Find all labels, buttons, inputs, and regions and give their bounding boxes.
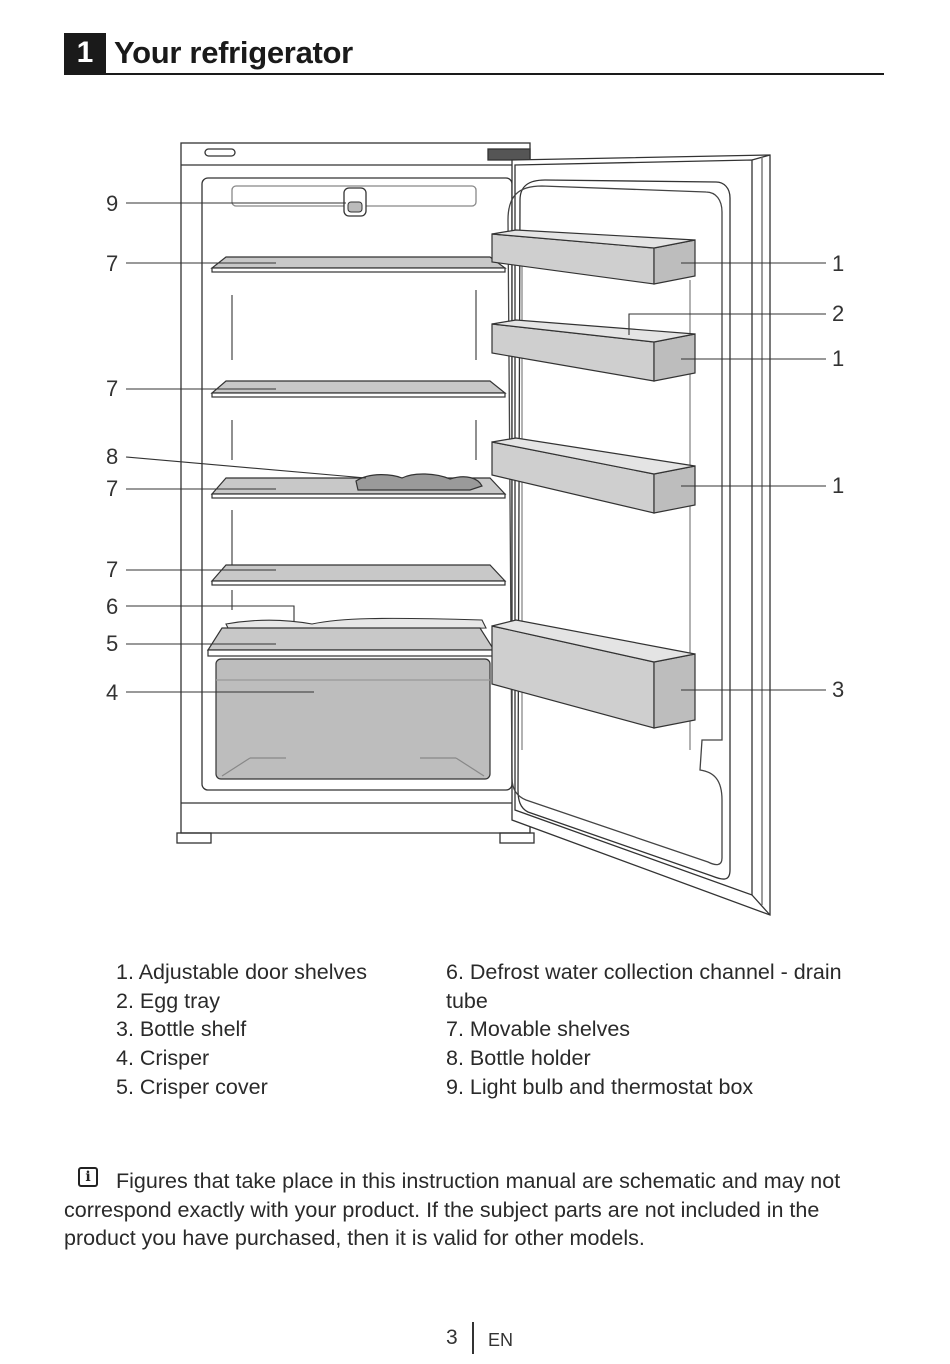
callout-left-5: 5 [106, 631, 118, 656]
legend-left-column: 1. Adjustable door shelves 2. Egg tray 3… [116, 958, 367, 1102]
callout-left-8: 8 [106, 444, 118, 469]
callout-left-6: 6 [106, 594, 118, 619]
callout-left-7a: 7 [106, 251, 118, 276]
callout-left-7d: 7 [106, 557, 118, 582]
crisper [206, 627, 496, 780]
callout-left-4: 4 [106, 680, 118, 705]
callout-right-2: 2 [832, 301, 844, 326]
callout-right-1b: 1 [832, 346, 844, 371]
legend-item: 7. Movable shelves [446, 1017, 631, 1042]
door-shelves [491, 229, 696, 729]
section-header: 1 Your refrigerator [64, 33, 884, 75]
callout-right-3: 3 [832, 677, 844, 702]
callout-left-9: 9 [106, 191, 118, 216]
callout-left-7c: 7 [106, 476, 118, 501]
page-title: Your refrigerator [114, 35, 353, 70]
language-code: EN [488, 1330, 514, 1350]
legend-item: 9. Light bulb and thermostat box [446, 1074, 754, 1099]
light-bulb-thermostat-box [343, 187, 367, 217]
legend-item: 1. Adjustable door shelves [116, 960, 367, 984]
footer-divider [472, 1322, 474, 1354]
callout-left-7b: 7 [106, 376, 118, 401]
callout-right-1a: 1 [832, 251, 844, 276]
callout-right-1c: 1 [832, 473, 844, 498]
note-text: Figures that take place in this instruct… [64, 1169, 841, 1251]
legend-item: 2. Egg tray [116, 988, 220, 1013]
page-footer: 3 EN [0, 1322, 950, 1356]
refrigerator-diagram: 9 7 7 8 7 7 6 5 4 1 2 1 1 3 [106, 142, 844, 916]
legend-item: 3. Bottle shelf [116, 1017, 247, 1042]
legend-item: 4. Crisper [116, 1046, 210, 1071]
leader-lines [125, 202, 826, 693]
info-icon: i [78, 1167, 98, 1187]
page-number: 3 [446, 1326, 458, 1349]
section-number: 1 [64, 33, 106, 73]
legend-right-column: 6. Defrost water collection channel - dr… [446, 958, 846, 1102]
bottle-holder [355, 473, 483, 491]
legend-item: 6. Defrost water collection channel - dr… [446, 960, 842, 1013]
legend-item: 5. Crisper cover [116, 1074, 268, 1099]
legend-item: 8. Bottle holder [446, 1046, 591, 1071]
